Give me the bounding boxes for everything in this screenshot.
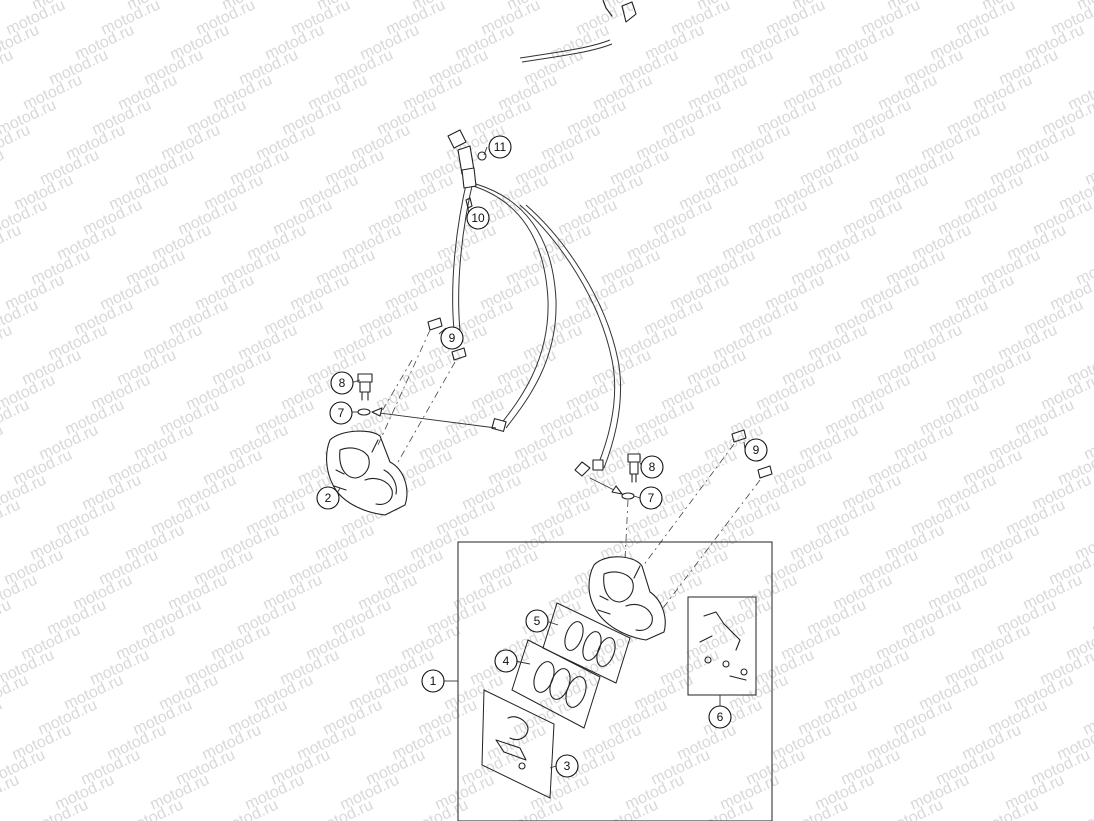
callout-5: 5: [525, 609, 549, 633]
routing-arrow-upper: [371, 411, 497, 429]
bleeder-valve-upper: [357, 373, 373, 416]
callout-label: 4: [503, 654, 510, 668]
watermark-text: motod.ru: [0, 772, 22, 814]
mounting-bolts-upper: [377, 317, 467, 463]
piston-seal-set-4: [511, 639, 601, 729]
callout-8-lower: 8: [640, 455, 664, 479]
watermark-text: motod.ru: [0, 597, 14, 639]
callout-label: 2: [325, 491, 332, 505]
brake-pad-set-5: [542, 602, 631, 684]
callout-9-upper: 9: [440, 326, 464, 350]
callout-label: 1: [430, 674, 437, 688]
callout-1: 1: [421, 669, 445, 693]
callout-10: 10: [466, 206, 490, 230]
callout-label: 10: [471, 211, 485, 225]
callout-2: 2: [316, 486, 340, 510]
callout-label: 8: [339, 376, 346, 390]
brake-hose-assembly: [452, 0, 637, 477]
left-brake-caliper: [326, 430, 408, 516]
watermark-text: motod.ru: [0, 322, 15, 364]
watermark-text: motod.ru: [0, 222, 24, 264]
callout-9-lower: 9: [744, 438, 768, 462]
watermark-text: motod.ru: [0, 147, 7, 189]
watermark-text: motod.ru: [0, 47, 16, 89]
callout-label: 9: [753, 443, 760, 457]
callout-7-upper: 7: [329, 401, 353, 425]
watermark-text: motod.ru: [1091, 322, 1094, 364]
callout-8-upper: 8: [330, 371, 354, 395]
arrow-head-lower: [611, 485, 623, 495]
callout-label: 11: [494, 140, 507, 154]
callout-label: 6: [717, 710, 724, 724]
hardware-kit-3: [481, 689, 555, 799]
callout-label: 7: [338, 406, 345, 420]
pad-retainer-kit-6: [687, 596, 757, 696]
right-brake-caliper: [588, 556, 666, 641]
callout-6: 6: [708, 705, 732, 729]
callout-label: 9: [449, 331, 456, 345]
callout-7-lower: 7: [639, 486, 663, 510]
banjo-fitting: [447, 129, 487, 209]
callout-4: 4: [494, 649, 518, 673]
callout-label: 8: [649, 460, 656, 474]
watermark-text: motod.ru: [0, 497, 23, 539]
callout-label: 5: [534, 614, 541, 628]
callout-label: 7: [648, 491, 655, 505]
watermark-text: motod.ru: [0, 422, 6, 464]
caliper-kit-frame: [457, 541, 773, 821]
callout-label: 3: [564, 759, 571, 773]
callout-11: 11: [488, 135, 512, 159]
watermark-text: motod.ru: [1072, 797, 1094, 821]
arrow-head-upper: [371, 407, 383, 417]
callout-3: 3: [555, 754, 579, 778]
bleeder-valve-lower: [621, 453, 641, 500]
mounting-bolts-lower: [624, 429, 773, 613]
watermark-text: motod.ru: [0, 697, 5, 739]
watermark-text: motod.ru: [1090, 597, 1094, 639]
